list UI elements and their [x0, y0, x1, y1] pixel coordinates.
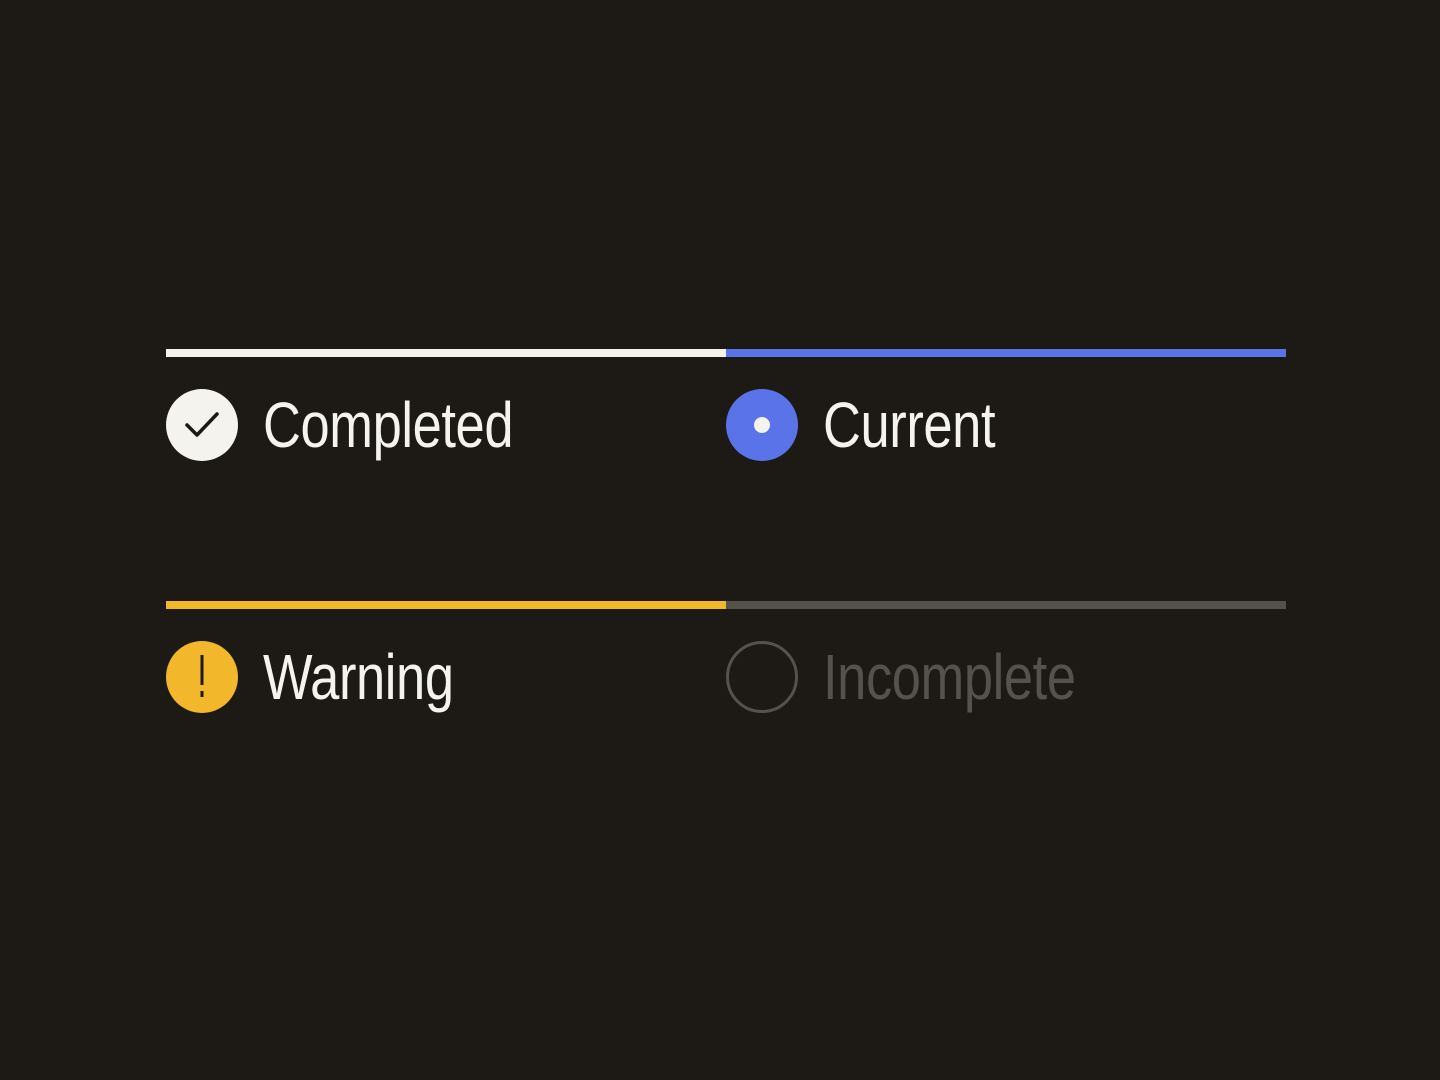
exclamation-icon — [166, 641, 238, 713]
progress-bar-current — [726, 349, 1286, 357]
stepper-row-bottom: Warning Incomplete — [166, 601, 1286, 713]
step-completed[interactable]: Completed — [166, 349, 726, 461]
step-body-completed: Completed — [166, 389, 726, 461]
step-incomplete[interactable]: Incomplete — [726, 601, 1286, 713]
progress-bar-incomplete — [726, 601, 1286, 609]
step-label-warning: Warning — [263, 641, 454, 713]
step-body-current: Current — [726, 389, 1286, 461]
step-warning[interactable]: Warning — [166, 601, 726, 713]
progress-bar-completed — [166, 349, 726, 357]
current-dot-icon — [726, 389, 798, 461]
step-body-incomplete: Incomplete — [726, 641, 1286, 713]
step-current[interactable]: Current — [726, 349, 1286, 461]
step-body-warning: Warning — [166, 641, 726, 713]
progress-bar-warning — [166, 601, 726, 609]
empty-circle-icon — [726, 641, 798, 713]
step-label-current: Current — [823, 389, 996, 461]
check-icon — [166, 389, 238, 461]
stepper-row-top: Completed Current — [166, 349, 1286, 461]
step-label-incomplete: Incomplete — [823, 641, 1076, 713]
step-label-completed: Completed — [263, 389, 514, 461]
